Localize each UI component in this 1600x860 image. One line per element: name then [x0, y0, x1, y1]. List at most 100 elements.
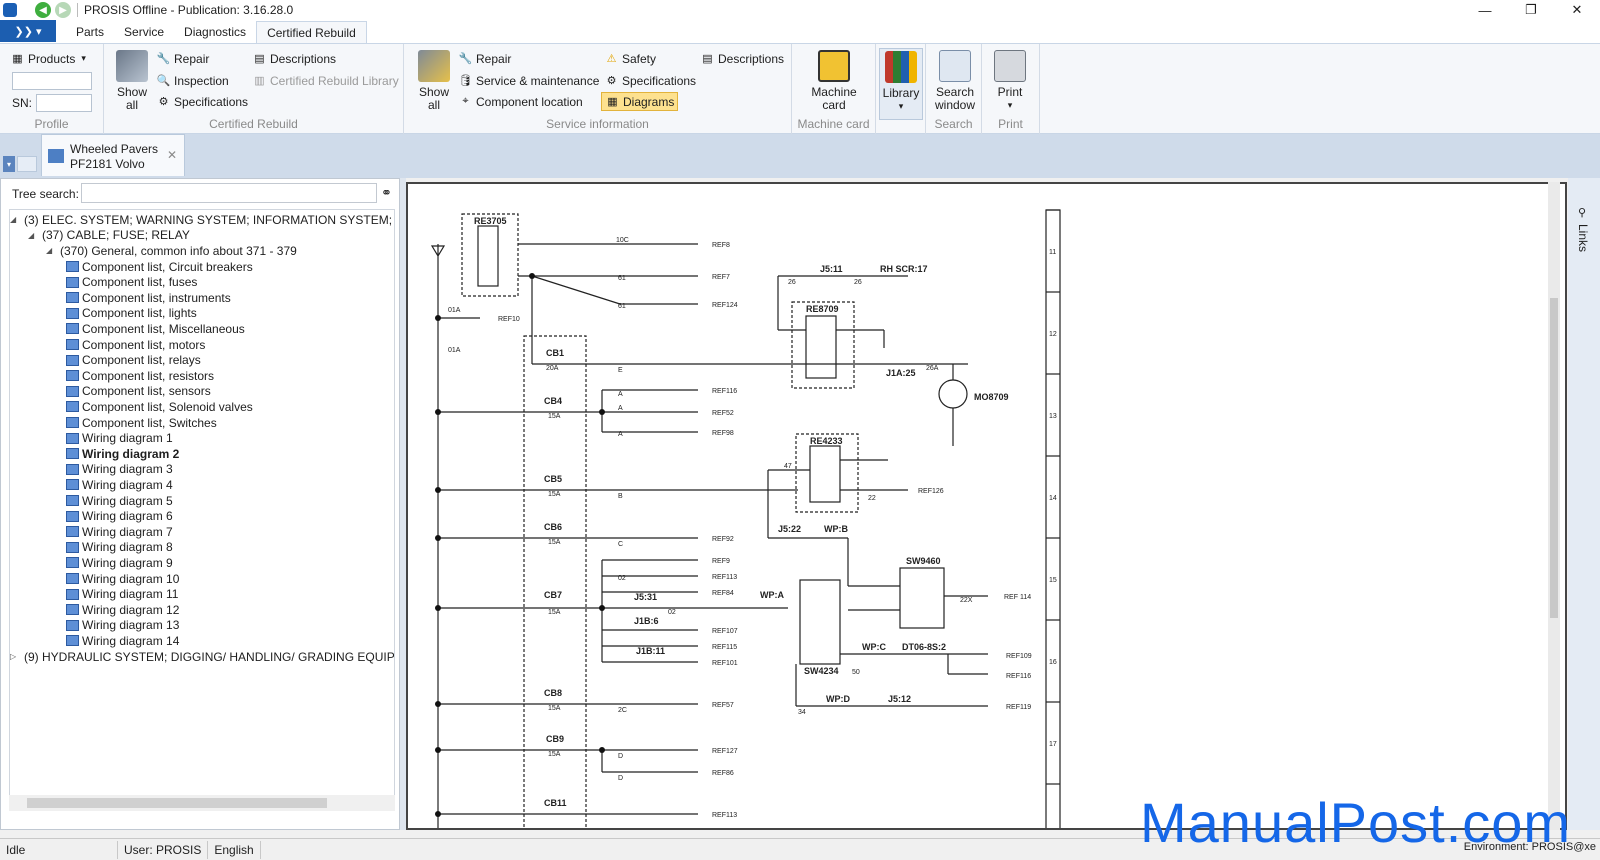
- connector-label: J5:11: [820, 264, 843, 274]
- si-component-location-button[interactable]: ⌖Component location: [458, 94, 582, 109]
- si-show-all-line2: all: [427, 98, 440, 112]
- binoculars-icon[interactable]: ⚭: [381, 185, 392, 200]
- tree-item[interactable]: Component list, Switches: [66, 415, 217, 431]
- reference-label: REF107: [712, 628, 738, 635]
- si-service-maintenance-button[interactable]: 🛢Service & maintenance: [458, 73, 600, 88]
- tree-item-label: Component list, Solenoid valves: [82, 399, 253, 414]
- tree-item[interactable]: Wiring diagram 2: [66, 446, 179, 462]
- tree-item[interactable]: Wiring diagram 12: [66, 602, 179, 618]
- splitter[interactable]: [400, 178, 406, 830]
- cr-descriptions-button[interactable]: ▤Descriptions: [252, 51, 336, 66]
- tree-item[interactable]: Component list, resistors: [66, 368, 214, 384]
- connector-label: DT06-8S:2: [902, 642, 946, 652]
- tab-certified-rebuild[interactable]: Certified Rebuild: [256, 21, 367, 43]
- machine-card-line2: card: [822, 98, 846, 112]
- tree-item-label: Component list, Switches: [82, 415, 217, 430]
- cr-specifications-button[interactable]: ⚙Specifications: [156, 94, 248, 109]
- tree-item[interactable]: Component list, Circuit breakers: [66, 259, 253, 275]
- tree-search-input[interactable]: [81, 183, 377, 203]
- panel-dropdown-icon[interactable]: ▾: [3, 156, 15, 172]
- tree-item[interactable]: Wiring diagram 6: [66, 508, 173, 524]
- tree-item[interactable]: Component list, Solenoid valves: [66, 399, 253, 415]
- si-diagrams-button[interactable]: ▦Diagrams: [601, 92, 679, 111]
- si-descriptions-button[interactable]: ▤Descriptions: [700, 51, 784, 66]
- tree-item[interactable]: Wiring diagram 7: [66, 524, 173, 540]
- back-arrow-icon[interactable]: ◀: [35, 2, 51, 18]
- tree-node[interactable]: ◢(370) General, common info about 371 - …: [46, 243, 297, 259]
- tree-item[interactable]: Wiring diagram 4: [66, 477, 173, 493]
- wire-code-label: 10C: [616, 237, 629, 244]
- si-repair-button[interactable]: 🔧Repair: [458, 51, 512, 66]
- re3705-box: [461, 213, 519, 297]
- si-safety-button[interactable]: ⚠Safety: [604, 51, 656, 66]
- cr-inspection-button[interactable]: 🔍Inspection: [156, 73, 229, 88]
- tab-parts[interactable]: Parts: [76, 25, 105, 39]
- print-button[interactable]: Print ▾: [990, 50, 1030, 112]
- junction-dot: [435, 605, 441, 611]
- tree-item[interactable]: Component list, Miscellaneous: [66, 321, 245, 337]
- tree-item[interactable]: Wiring diagram 8: [66, 540, 173, 556]
- tree-item-label: Wiring diagram 8: [82, 540, 173, 555]
- tree-horizontal-scrollbar[interactable]: [9, 795, 395, 811]
- tree-item[interactable]: Component list, instruments: [66, 290, 231, 306]
- scroll-thumb[interactable]: [1550, 298, 1558, 618]
- tree-item-label: Wiring diagram 6: [82, 509, 173, 524]
- tree-item[interactable]: Wiring diagram 9: [66, 555, 173, 571]
- document-tab[interactable]: Wheeled Pavers PF2181 Volvo ✕: [41, 134, 185, 176]
- tab-service[interactable]: Service: [124, 25, 165, 39]
- tree-item[interactable]: Wiring diagram 11: [66, 586, 178, 602]
- collapse-icon[interactable]: ◢: [28, 230, 35, 240]
- tab-diagnostics[interactable]: Diagnostics: [184, 25, 247, 39]
- sn-input[interactable]: [36, 94, 92, 112]
- reference-label: REF84: [712, 590, 734, 597]
- cr-show-all-button[interactable]: Show all: [112, 50, 152, 112]
- cr-library-button[interactable]: ▥Certified Rebuild Library: [252, 73, 398, 88]
- links-panel[interactable]: ⚲ Links: [1568, 178, 1600, 830]
- diagram-vertical-scrollbar[interactable]: [1548, 182, 1560, 830]
- scroll-thumb[interactable]: [27, 798, 327, 808]
- tree-item[interactable]: Component list, sensors: [66, 384, 211, 400]
- tree-item[interactable]: Wiring diagram 3: [66, 462, 173, 478]
- close-tab-icon[interactable]: ✕: [166, 148, 177, 162]
- tree-node[interactable]: ◢(37) CABLE; FUSE; RELAY: [28, 228, 190, 244]
- wire-code-label: 01A: [448, 307, 461, 314]
- expand-icon[interactable]: ▷: [10, 652, 17, 662]
- search-window-icon: [939, 50, 971, 82]
- tree-item[interactable]: Component list, lights: [66, 306, 197, 322]
- tree-item[interactable]: Wiring diagram 13: [66, 618, 179, 634]
- collapse-icon[interactable]: ◢: [10, 215, 17, 225]
- tree-item[interactable]: Wiring diagram 10: [66, 571, 179, 587]
- tree-item[interactable]: Component list, motors: [66, 337, 205, 353]
- tree-node[interactable]: ◢(3) ELEC. SYSTEM; WARNING SYSTEM; INFOR…: [10, 212, 394, 228]
- search-window-button[interactable]: Search window: [930, 50, 980, 112]
- cr-specifications-label: Specifications: [174, 94, 249, 109]
- tree-item[interactable]: Wiring diagram 14: [66, 633, 179, 649]
- tree-item-label: Wiring diagram 13: [82, 618, 180, 633]
- forward-arrow-icon[interactable]: ▶: [55, 2, 71, 18]
- product-input[interactable]: [12, 72, 92, 90]
- tree-item[interactable]: Component list, relays: [66, 352, 201, 368]
- cr-repair-button[interactable]: 🔧Repair: [156, 51, 210, 66]
- close-button[interactable]: ✕: [1571, 2, 1583, 17]
- tree-node[interactable]: ▷(9) HYDRAULIC SYSTEM; DIGGING/ HANDLING…: [10, 649, 394, 665]
- tree-item[interactable]: Component list, fuses: [66, 274, 197, 290]
- wire-code-label: 26: [854, 279, 862, 286]
- tree-item[interactable]: Wiring diagram 5: [66, 493, 173, 509]
- si-diagrams-label: Diagrams: [623, 94, 675, 109]
- app-menu-button[interactable]: ❯❯ ▾: [0, 20, 56, 42]
- maximize-button[interactable]: ❐: [1525, 2, 1537, 17]
- machine-card-button[interactable]: Machine card: [802, 50, 866, 112]
- products-dropdown[interactable]: ▦ Products ▾: [10, 51, 86, 66]
- tree-item[interactable]: Wiring diagram 1: [66, 430, 173, 446]
- library-button[interactable]: Library ▾: [879, 48, 923, 120]
- print-group: Print ▾ Print: [982, 44, 1040, 134]
- cr-descriptions-label: Descriptions: [270, 51, 337, 66]
- si-show-all-button[interactable]: Show all: [416, 50, 452, 112]
- si-specifications-button[interactable]: ⚙Specifications: [604, 73, 696, 88]
- component-label: CB4: [544, 396, 562, 406]
- minimize-button[interactable]: —: [1478, 2, 1492, 18]
- collapse-icon[interactable]: ◢: [46, 246, 53, 256]
- new-tab-icon[interactable]: [17, 156, 37, 172]
- connector-label: J5:12: [888, 694, 911, 704]
